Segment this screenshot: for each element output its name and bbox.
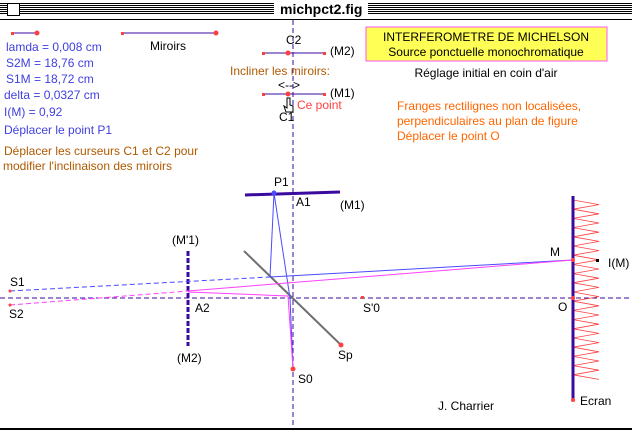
title-bar[interactable]: michpct2.fig [0,0,632,20]
c2-handle[interactable] [285,50,291,56]
a1-label: A1 [296,195,311,209]
sp0-label: S'0 [363,301,380,315]
ray-pink-screen [187,259,574,292]
intensity-value: I(M) = 0,92 [4,105,63,119]
fringe-pattern [572,199,600,380]
lamda-slider[interactable] [11,30,40,36]
title-line1: INTERFEROMETRE DE MICHELSON [383,30,589,44]
window-title: michpct2.fig [274,1,369,18]
p1-label: P1 [274,175,289,189]
move-p1-hint: Déplacer le point P1 [4,123,112,137]
tilt-label: Incliner les miroirs: [230,64,330,78]
point-m[interactable] [571,258,575,262]
mp1-label: (M'1) [172,233,199,247]
c1-label: C1 [279,110,295,124]
intensity-marker [596,259,599,262]
ray-s2-virtual [9,290,189,306]
m1-slider-label: (M1) [330,86,355,100]
screen-end-point [571,398,575,402]
miroirs-label: Miroirs [150,39,186,53]
ce-point-hint: Ce point [297,98,342,112]
instruction-line1: Déplacer les curseurs C1 et C2 pour [4,144,198,158]
drag-arrow-icon: <--> [278,78,300,92]
point-s0[interactable] [290,366,296,372]
c1-handle[interactable] [285,91,291,97]
beam-splitter [243,250,342,346]
lamda-value: lamda = 0,008 cm [6,40,102,54]
title-line2: Source ponctuelle monochromatique [388,45,584,59]
ray-blue-screen [269,259,574,278]
point-s-prime-0 [361,296,364,299]
mirror-m1[interactable] [244,190,341,197]
instruction-line2: modifier l'inclinaison des miroirs [3,159,172,173]
s1-label: S1 [10,275,25,289]
point-sp[interactable] [338,342,344,348]
m2-slider-label: (M2) [330,44,355,58]
ray-s1-virtual [9,276,271,292]
point-s2 [8,303,12,307]
note-line1: Franges rectilignes non localisées, [397,99,581,113]
c2-label: C2 [286,33,302,47]
m-label: M [550,245,560,259]
ecran-label: Ecran [580,394,611,408]
s1m-value: S1M = 18,72 cm [6,72,94,86]
close-box[interactable] [7,3,20,16]
o-label: O [558,300,567,314]
note-line2: perpendiculaires au plan de figure [397,114,578,128]
c2-slider[interactable] [262,50,326,56]
title-box [365,26,608,62]
a2-label: A2 [195,301,210,315]
point-o[interactable] [571,296,575,300]
im-label: I(M) [608,256,629,270]
s2m-value: S2M = 18,76 cm [6,56,94,70]
delta-value: delta = 0,0327 cm [4,88,100,102]
point-s1 [8,289,12,293]
m1-label: (M1) [340,198,365,212]
hand-cursor-icon [283,97,294,113]
s2-label: S2 [9,307,24,321]
s0-label: S0 [298,372,313,386]
c1-slider[interactable] [262,91,326,97]
author-label: J. Charrier [438,399,494,413]
m2-label: (M2) [177,351,202,365]
subtitle: Réglage initial en coin d'air [414,66,557,80]
ray-blue-m1 [269,192,294,370]
note-line3: Déplacer le point O [397,129,500,143]
ray-pink-m2 [187,291,294,370]
miroirs-slider[interactable] [121,30,219,36]
sp-label: Sp [338,348,353,362]
bottom-border [0,428,632,430]
